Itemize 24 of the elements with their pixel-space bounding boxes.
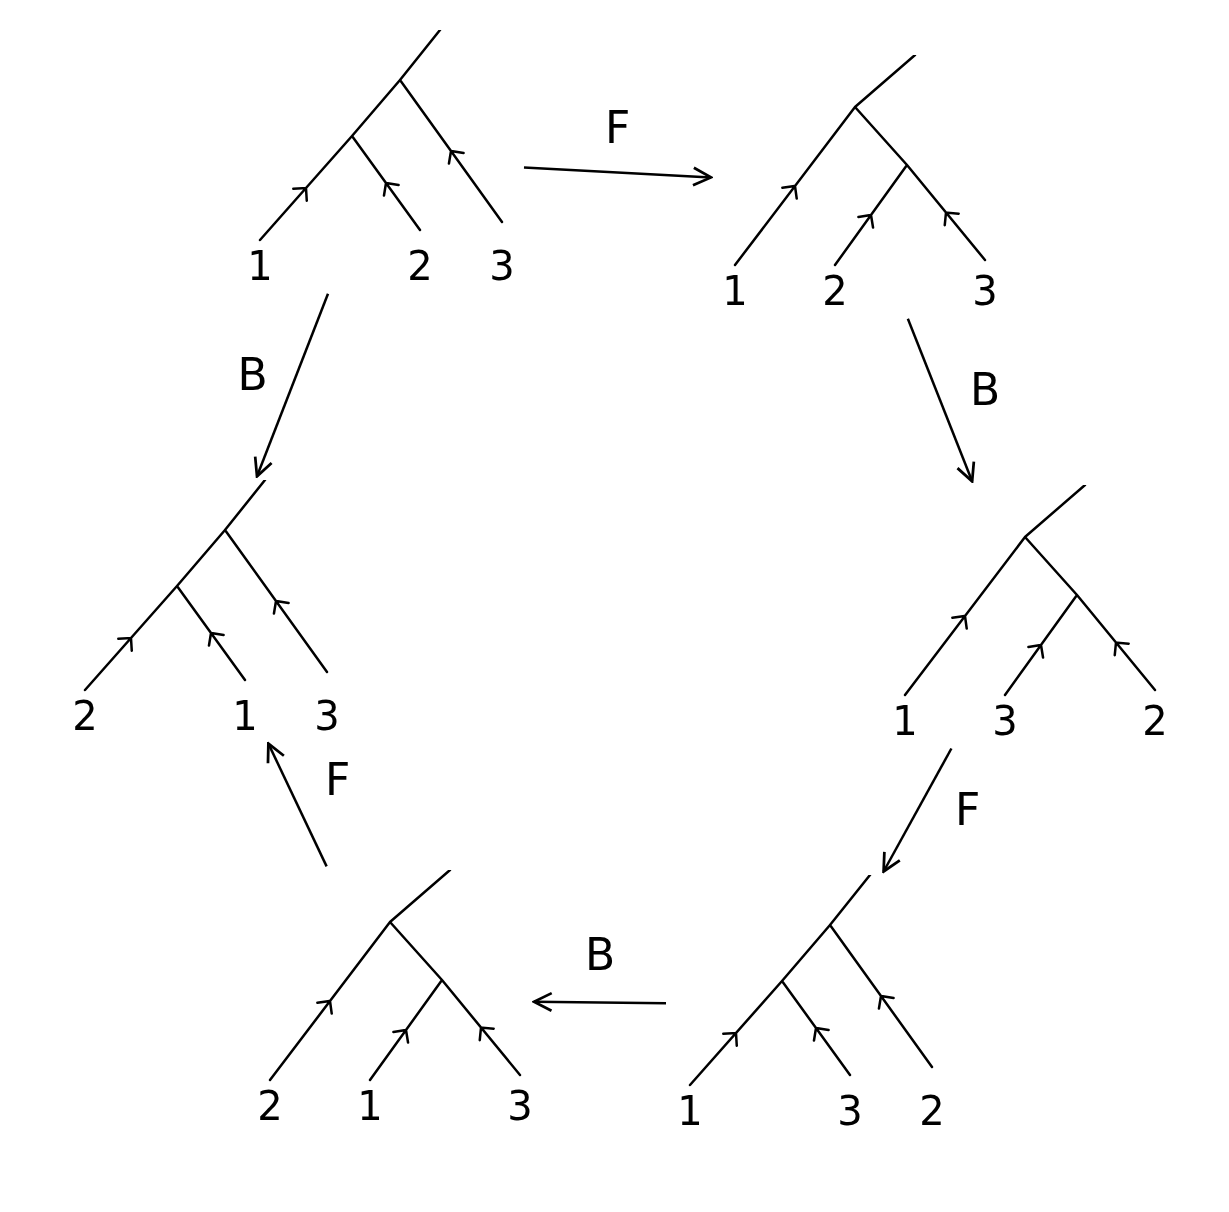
leaf-label: 2 [71, 696, 99, 736]
leaf-label: 1 [891, 701, 919, 741]
leaf-label: 1 [231, 696, 259, 736]
leaf-label: 3 [313, 696, 341, 736]
leaf-label: 3 [991, 701, 1019, 741]
arrow [532, 991, 666, 1013]
leaf-label: 2 [918, 1091, 946, 1131]
leaf-label: 2 [256, 1086, 284, 1126]
leaf-label: 1 [676, 1091, 704, 1131]
leaf-label: 2 [1141, 701, 1169, 741]
arrow [523, 166, 713, 187]
leaf-label: 3 [488, 246, 516, 286]
leaf-label: 3 [506, 1086, 534, 1126]
leaf-label: 2 [406, 246, 434, 286]
leaf-label: 2 [821, 271, 849, 311]
leaf-label: 1 [356, 1086, 384, 1126]
leaf-label: 1 [721, 271, 749, 311]
leaf-label: 3 [836, 1091, 864, 1131]
leaf-label: 3 [971, 271, 999, 311]
arrow [882, 747, 953, 873]
arrow [266, 742, 328, 867]
arrow [253, 293, 330, 478]
arrow [906, 318, 976, 483]
leaf-label: 1 [246, 246, 274, 286]
